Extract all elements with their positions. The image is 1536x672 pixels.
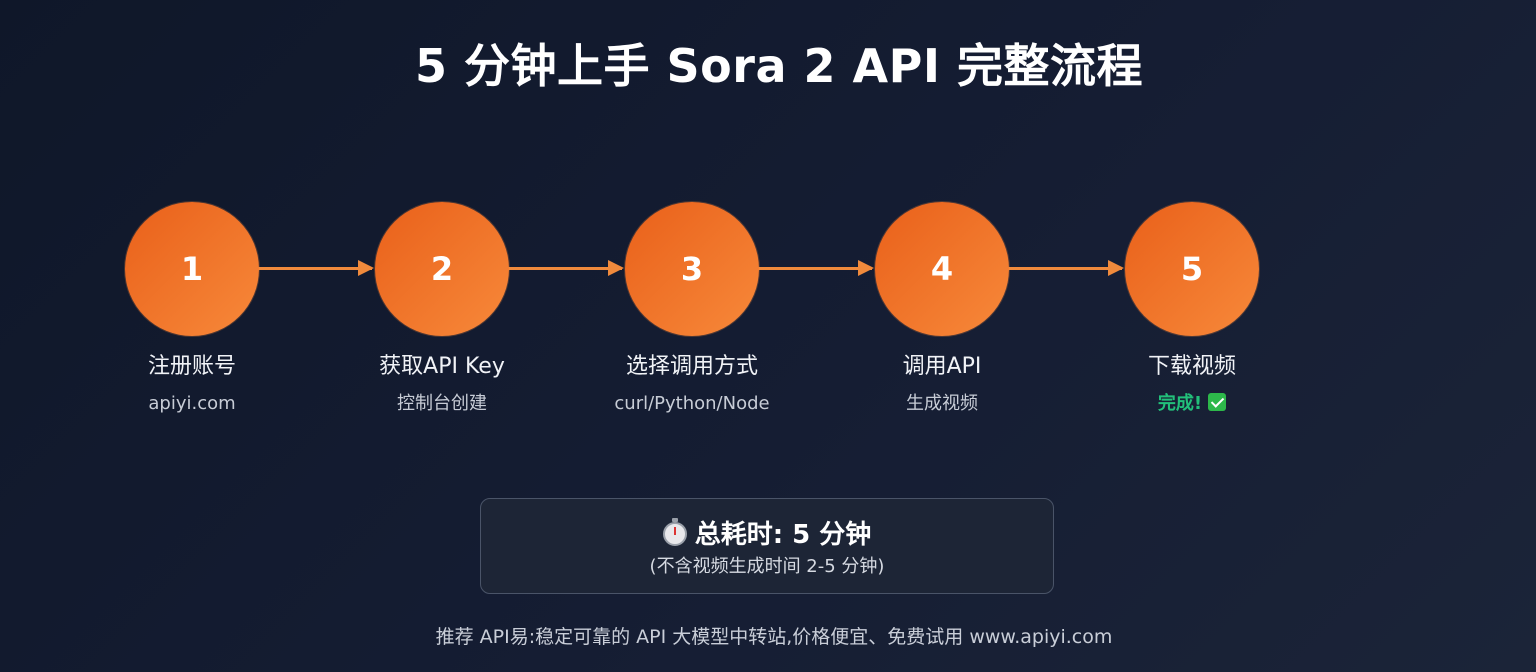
step-circle: 5 bbox=[1125, 202, 1259, 336]
step-circle: 3 bbox=[625, 202, 759, 336]
arrow-3-4 bbox=[758, 260, 874, 276]
summary-box: 总耗时: 5 分钟 (不含视频生成时间 2-5 分钟) bbox=[480, 498, 1054, 594]
summary-main: 总耗时: 5 分钟 bbox=[481, 518, 1053, 551]
arrow-1-2 bbox=[258, 260, 374, 276]
arrow-2-3 bbox=[508, 260, 624, 276]
step-label: 调用API bbox=[902, 354, 982, 379]
step-1: 1 注册账号 apiyi.com bbox=[72, 202, 312, 416]
done-text: 完成! bbox=[1157, 393, 1203, 414]
step-label: 选择调用方式 bbox=[625, 354, 758, 379]
step-sub: curl/Python/Node bbox=[614, 393, 770, 414]
page-title: 5 分钟上手 Sora 2 API 完整流程 bbox=[415, 39, 1143, 93]
step-sub: 控制台创建 bbox=[397, 393, 487, 414]
step-circle: 2 bbox=[375, 202, 509, 336]
step-sub: 生成视频 bbox=[906, 393, 978, 414]
footer-note: 推荐 API易:稳定可靠的 API 大模型中转站,价格便宜、免费试用 www.a… bbox=[435, 626, 1113, 648]
step-label: 下载视频 bbox=[1147, 354, 1236, 379]
step-circle: 4 bbox=[875, 202, 1009, 336]
step-2: 2 获取API Key 控制台创建 bbox=[322, 202, 562, 416]
summary-main-text: 总耗时: 5 分钟 bbox=[694, 520, 872, 550]
step-circle: 1 bbox=[125, 202, 259, 336]
step-label: 注册账号 bbox=[147, 354, 236, 379]
step-sub-done: 完成! bbox=[1072, 392, 1312, 416]
step-5: 5 下载视频 完成! bbox=[1072, 202, 1312, 416]
check-mark-icon bbox=[1208, 393, 1227, 411]
step-3: 3 选择调用方式 curl/Python/Node bbox=[572, 202, 812, 416]
step-sub: apiyi.com bbox=[148, 393, 236, 414]
summary-sub: (不含视频生成时间 2-5 分钟) bbox=[649, 556, 885, 577]
step-4: 4 调用API 生成视频 bbox=[822, 202, 1062, 416]
step-label: 获取API Key bbox=[379, 354, 505, 379]
process-flow: 1 注册账号 apiyi.com 2 获取API Key 控制台创建 3 选择调… bbox=[0, 0, 1536, 480]
stopwatch-icon bbox=[662, 518, 687, 546]
arrow-4-5 bbox=[1008, 260, 1124, 276]
